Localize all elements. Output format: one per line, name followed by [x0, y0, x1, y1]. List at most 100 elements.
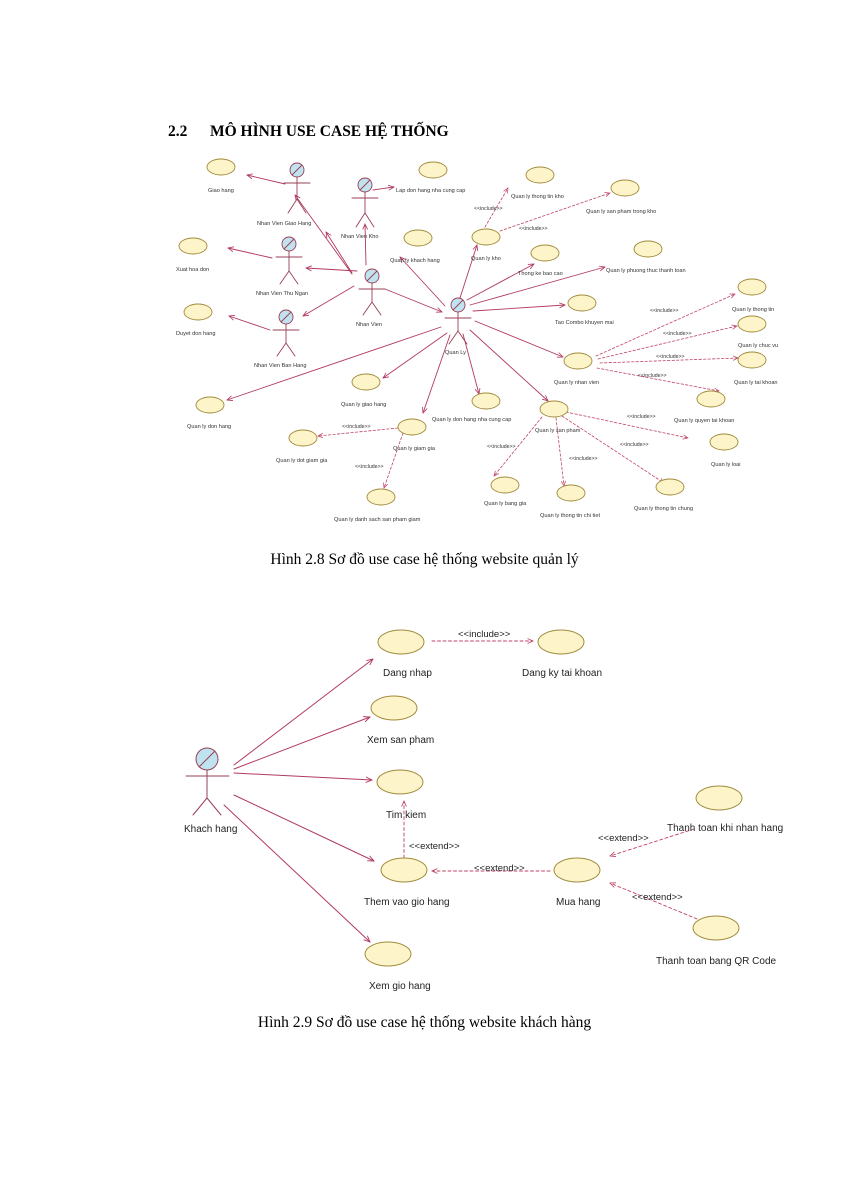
- actor-label: Khach hang: [184, 824, 237, 835]
- include-label: <<include>>: [663, 331, 692, 337]
- include-label: <<include>>: [519, 226, 548, 232]
- usecase-label: Tim kiem: [386, 810, 426, 821]
- include-label: <<include>>: [487, 444, 516, 450]
- usecase-thong-ke-bao-cao: [530, 244, 560, 262]
- usecase-label: Dang nhap: [383, 668, 432, 679]
- usecase-ql-thong-tin-kho: [525, 166, 555, 184]
- usecase-ql-nhan-vien: [563, 352, 593, 370]
- usecase-ql-giam-gia: [397, 418, 427, 436]
- actor-nv-ban-hang: [272, 309, 300, 357]
- usecase-label: Quan ly danh sach san pham giam: [334, 517, 421, 523]
- usecase-label: Thanh toan khi nhan hang: [667, 823, 783, 834]
- usecase-label: Quan ly tai khoan: [734, 380, 778, 386]
- figure-caption-2-8: Hình 2.8 Sơ đồ use case hệ thống website…: [270, 551, 579, 568]
- usecase-giao-hang: [206, 158, 236, 176]
- section-heading: 2.2 MÔ HÌNH USE CASE HỆ THỐNG: [168, 123, 449, 141]
- usecase-label: Tao Combo khuyen mai: [555, 320, 614, 326]
- include-label: <<include>>: [458, 629, 511, 640]
- usecase-ql-kho: [471, 228, 501, 246]
- actor-label: Nhan Vien Giao Hang: [257, 221, 311, 227]
- usecase-label: Quan ly thong tin: [732, 307, 774, 313]
- usecase-ql-tai-khoan: [737, 351, 767, 369]
- include-label: <<include>>: [627, 414, 656, 420]
- actor-nhan-vien: [358, 268, 386, 316]
- usecase-label: Quan ly chuc vu: [738, 343, 778, 349]
- actor-label: Nhan Vien: [356, 322, 382, 328]
- usecase-ql-thong-tin: [737, 278, 767, 296]
- usecase-ql-san-pham: [539, 400, 569, 418]
- usecase-label: Quan ly bang gia: [484, 501, 527, 507]
- usecase-ql-quyen-tk: [696, 390, 726, 408]
- usecase-label: Quan ly don hang: [187, 424, 231, 430]
- usecase-tt-qr: [692, 915, 740, 941]
- usecase-ql-sp-trong-kho: [610, 179, 640, 197]
- usecase-them-vao-gio: [380, 857, 428, 883]
- figure-caption-2-9: Hình 2.9 Sơ đồ use case hệ thống website…: [257, 1014, 592, 1031]
- actor-nv-kho: [351, 177, 379, 228]
- extend-label: <<extend>>: [632, 892, 683, 903]
- usecase-label: Dang ky tai khoan: [522, 668, 602, 679]
- usecase-label: Mua hang: [556, 897, 600, 908]
- usecase-ql-khach-hang: [403, 229, 433, 247]
- usecase-label: Them vao gio hang: [364, 897, 450, 908]
- usecase-label: Quan ly phuong thuc thanh toan: [606, 268, 686, 274]
- diagram-management: <<include>> <<include>> <<include>> <<in…: [176, 158, 778, 523]
- usecase-duyet-don-hang: [183, 303, 213, 321]
- usecase-mua-hang: [553, 857, 601, 883]
- include-label: <<include>>: [569, 456, 598, 462]
- usecase-label: Quan ly san pham: [535, 428, 581, 434]
- extend-label: <<extend>>: [598, 833, 649, 844]
- usecase-ql-dot-giam-gia: [288, 429, 318, 447]
- usecase-ql-ds-sp-giam: [366, 488, 396, 506]
- usecase-label: Quan ly giao hang: [341, 402, 386, 408]
- usecase-label: Xem san pham: [367, 735, 434, 746]
- usecase-label: Quan ly kho: [471, 256, 501, 262]
- usecase-xem-san-pham: [370, 695, 418, 721]
- usecase-label: Quan ly nhan vien: [554, 380, 599, 386]
- usecase-label: Thong ke bao cao: [518, 271, 563, 277]
- usecase-lap-don-hang-ncc: [418, 161, 448, 179]
- usecase-label: Quan ly quyen tai khoan: [674, 418, 734, 424]
- usecase-ql-chuc-vu: [737, 315, 767, 333]
- actor-nv-giao-hang: [283, 162, 311, 214]
- usecase-ql-bang-gia: [490, 476, 520, 494]
- include-label: <<include>>: [620, 442, 649, 448]
- diagram-customer: <<include>> <<extend>> <<extend>> <<exte…: [184, 629, 783, 992]
- usecase-tao-combo: [567, 294, 597, 312]
- section-title: MÔ HÌNH USE CASE HỆ THỐNG: [210, 123, 449, 140]
- usecase-label: Quan ly thong tin chung: [634, 506, 693, 512]
- usecase-label: Duyet don hang: [176, 331, 216, 337]
- usecase-label: Quan ly thong tin kho: [511, 194, 564, 200]
- include-label: <<include>>: [355, 464, 384, 470]
- usecase-ql-thong-tin-chi-tiet: [556, 484, 586, 502]
- extend-label: <<extend>>: [474, 863, 525, 874]
- usecase-tim-kiem: [376, 769, 424, 795]
- include-label: <<include>>: [650, 308, 679, 314]
- include-label: <<include>>: [342, 424, 371, 430]
- usecase-ql-thong-tin-chung: [655, 478, 685, 496]
- actor-label: Nhan Vien Kho: [341, 234, 379, 240]
- usecase-label: Quan ly thong tin chi tiet: [540, 513, 600, 519]
- section-number: 2.2: [168, 123, 188, 140]
- usecase-label: Thanh toan bang QR Code: [656, 956, 777, 967]
- usecase-label: Quan ly khach hang: [390, 258, 440, 264]
- usecase-tt-khi-nhan: [695, 785, 743, 811]
- actor-label: Nhan Vien Thu Ngan: [256, 291, 308, 297]
- usecase-ql-loai: [709, 433, 739, 451]
- usecase-label: Quan ly dot giam gia: [276, 458, 328, 464]
- include-label: <<include>>: [656, 354, 685, 360]
- actor-quan-ly: [444, 297, 472, 345]
- usecase-label: Lap don hang nha cung cap: [396, 188, 465, 194]
- usecase-label: Quan ly loai: [711, 462, 741, 468]
- actor-nv-thu-ngan: [275, 236, 303, 285]
- usecase-ql-don-hang-ncc: [471, 392, 501, 410]
- usecase-ql-don-hang: [195, 396, 225, 414]
- usecase-label: Quan ly don hang nha cung cap: [432, 417, 511, 423]
- usecase-label: Quan ly san pham trong kho: [586, 209, 656, 215]
- usecase-label: Xuat hoa don: [176, 267, 209, 273]
- usecase-label: Quan ly giam gia: [393, 446, 436, 452]
- actor-label: Nhan Vien Ban Hang: [254, 363, 306, 369]
- usecase-dang-nhap: [377, 629, 425, 655]
